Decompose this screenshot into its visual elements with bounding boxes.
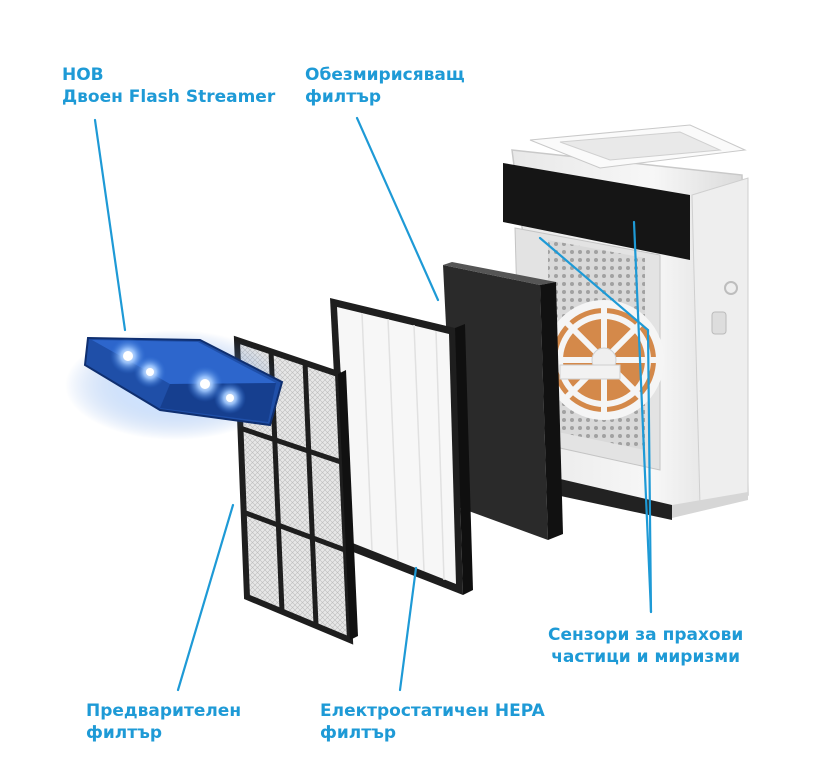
sensors-label: Сензори за прахови частици и миризми [548, 624, 743, 668]
flash-streamer-unit-icon [65, 330, 285, 440]
deodorizing-leader-line [355, 116, 440, 302]
prefilter-label-line2: филтър [86, 723, 163, 743]
streamer-label-line1: НОВ [62, 65, 104, 85]
hepa-label-line2: филтър [320, 723, 397, 743]
prefilter-label: Предварителен филтър [86, 700, 241, 744]
hepa-leader-line [398, 566, 418, 692]
deodorizing-label: Обезмирисяващ филтър [305, 64, 465, 108]
deodorizing-label-line2: филтър [305, 87, 382, 107]
streamer-label: НОВ Двоен Flash Streamer [62, 64, 275, 108]
streamer-leader-line [93, 118, 127, 332]
hepa-filter-panel-icon [330, 298, 473, 595]
prefilter-leader-line [176, 503, 235, 692]
prefilter-label-line1: Предварителен [86, 701, 242, 721]
streamer-label-line2: Двоен Flash Streamer [62, 87, 276, 107]
hepa-label-line1: Електростатичен HEPA [320, 701, 545, 721]
sensors-leader-line [538, 236, 653, 614]
hepa-label: Електростатичен HEPA филтър [320, 700, 545, 744]
deodorizing-label-line1: Обезмирисяващ [305, 65, 465, 85]
sensors-label-line2: частици и миризми [551, 647, 741, 667]
sensors-leader-line-2 [632, 220, 653, 614]
sensors-label-line1: Сензори за прахови [548, 625, 744, 645]
